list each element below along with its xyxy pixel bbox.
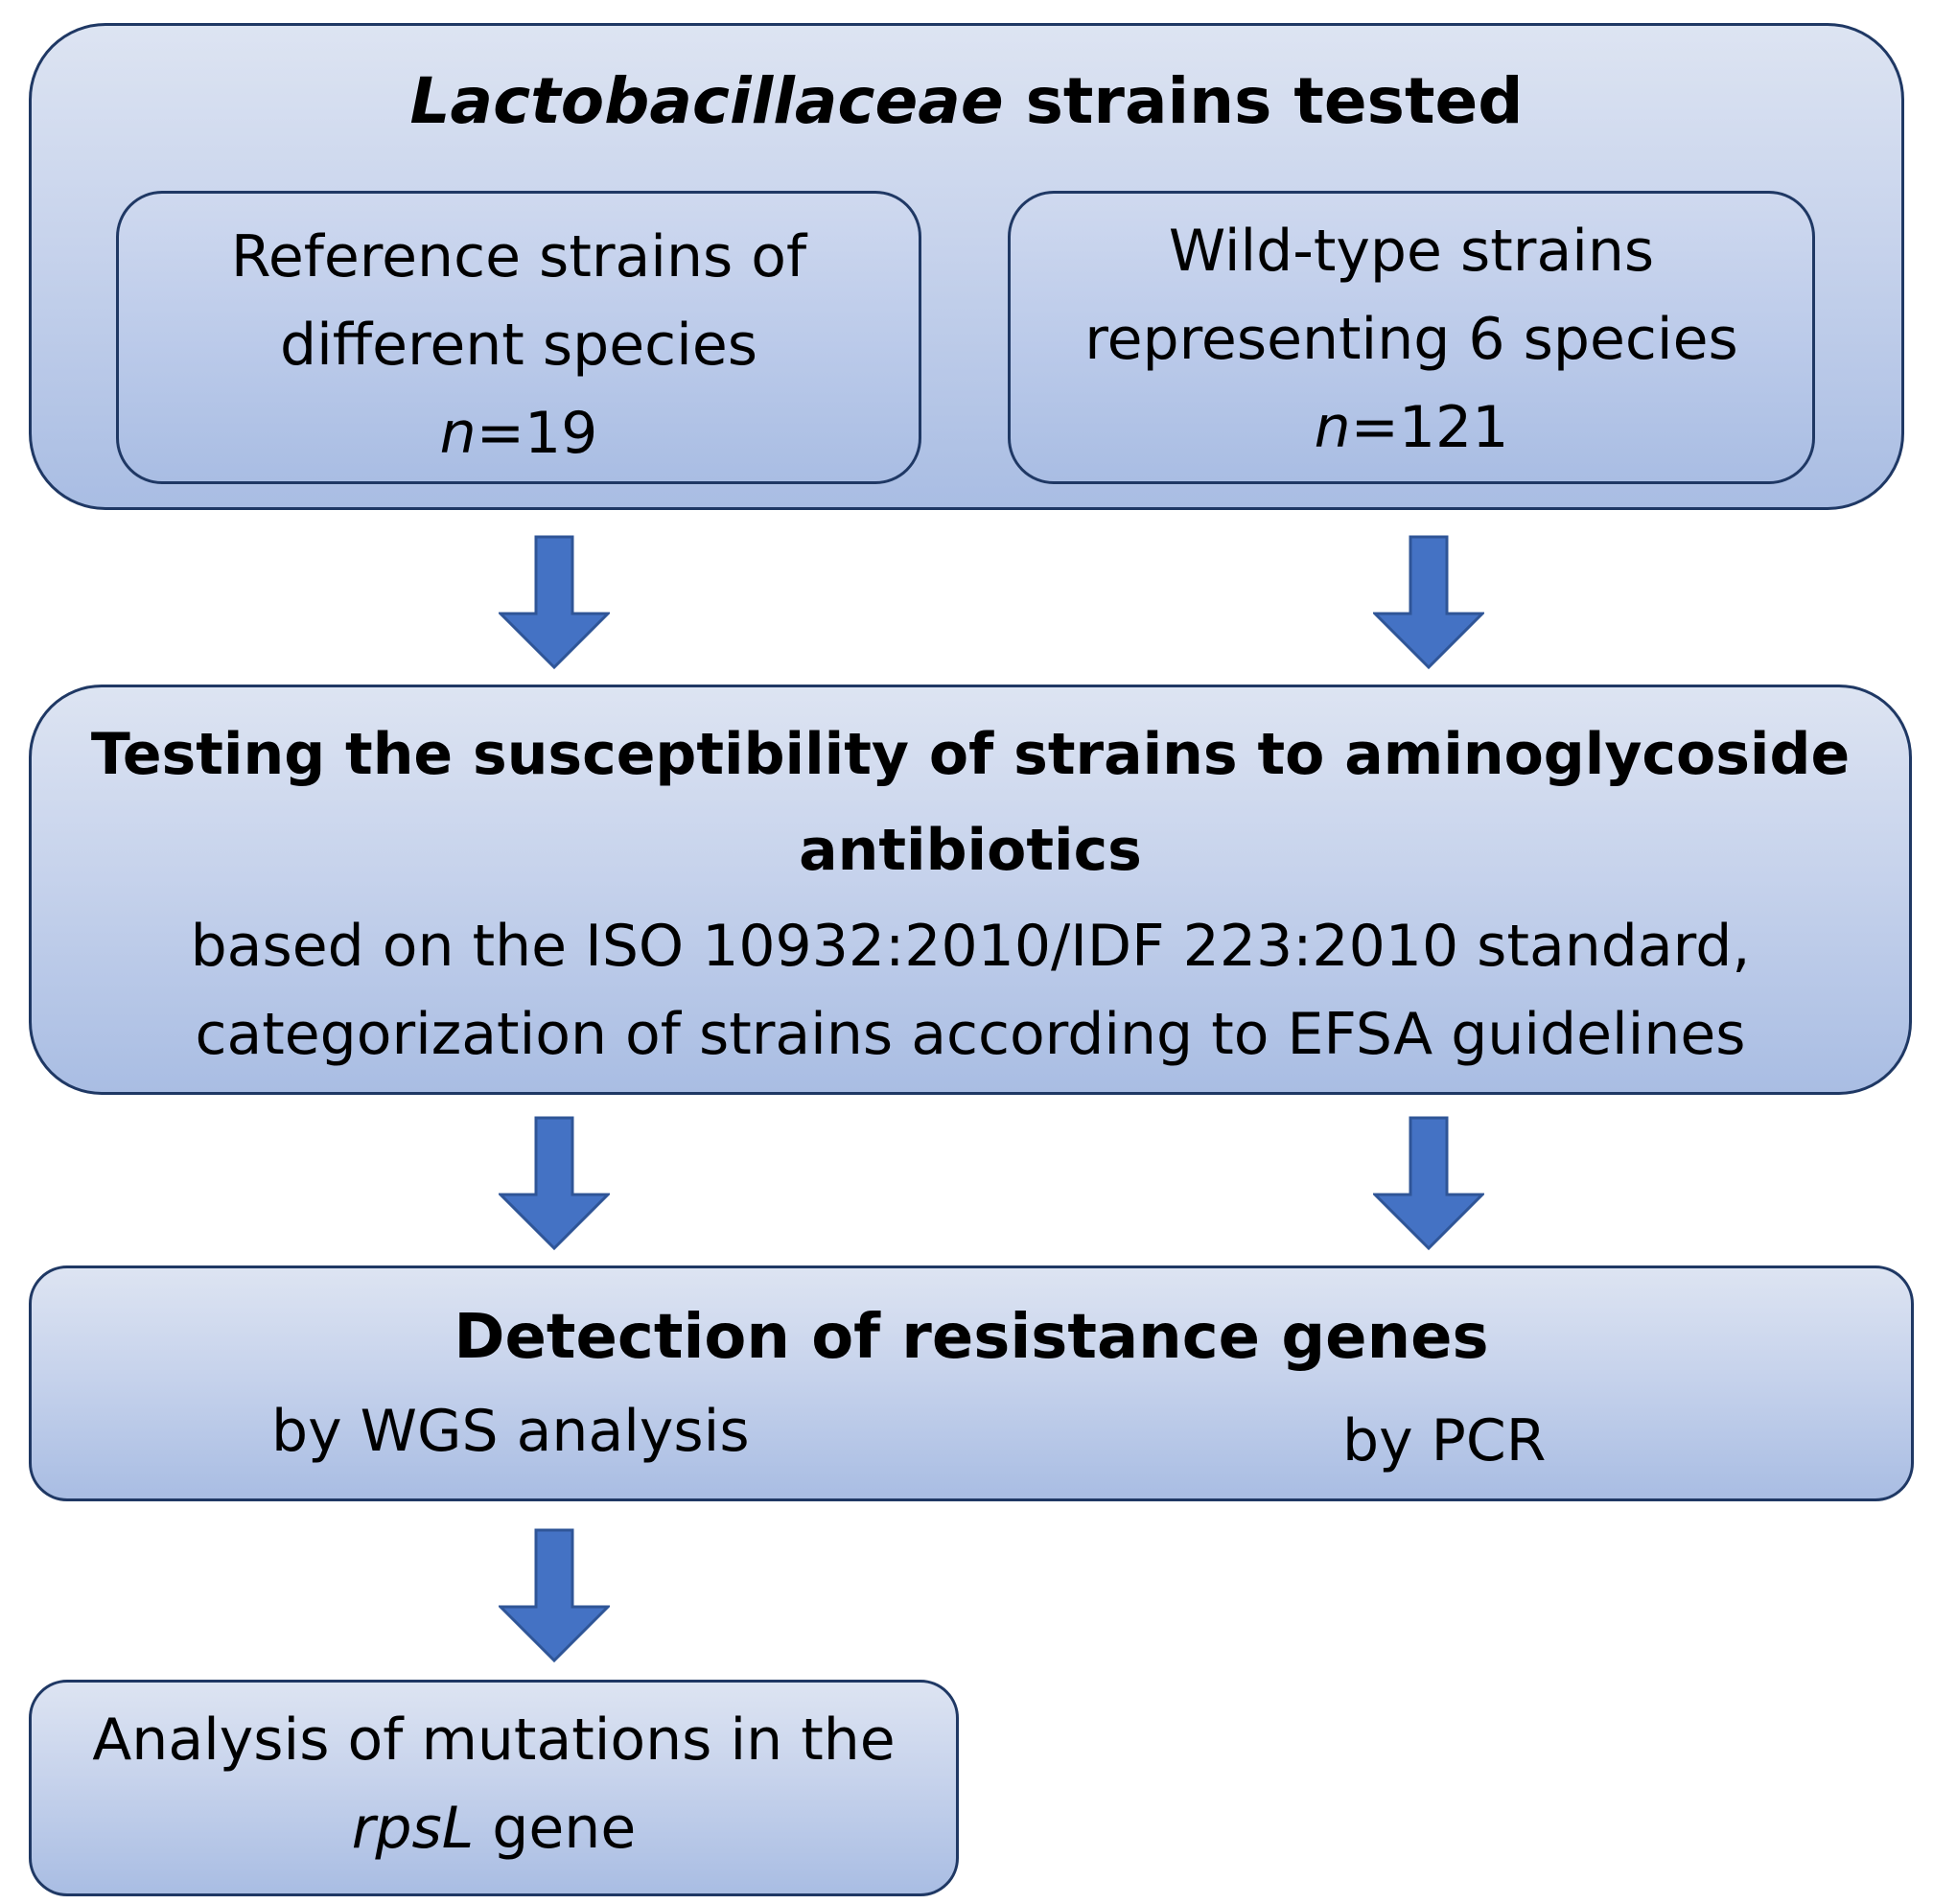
family-name: Lactobacillaceae (409, 64, 1004, 138)
reference-strains-line1: Reference strains of (230, 223, 807, 290)
strains-tested-box: Lactobacillaceae strains tested Referenc… (29, 23, 1904, 510)
n-value: =121 (1350, 394, 1509, 461)
strains-tested-title-rest: strains tested (1003, 64, 1524, 138)
susceptibility-categorization-text: categorization of strains according to E… (195, 1001, 1746, 1068)
strains-tested-title: Lactobacillaceae strains tested (32, 70, 1901, 133)
wild-type-strains-box: Wild-type strains representing 6 species… (1008, 191, 1815, 484)
susceptibility-testing-box: Testing the susceptibility of strains to… (29, 685, 1912, 1095)
rpsl-mutation-line1: Analysis of mutations in the (92, 1707, 896, 1774)
arrow-down-icon (1373, 535, 1484, 669)
n-value: =19 (476, 400, 598, 467)
arrow-down-icon (499, 1528, 610, 1662)
pcr-label: by PCR (1342, 1407, 1547, 1474)
gene-detection-title: Detection of resistance genes (454, 1302, 1489, 1373)
rpsl-mutation-box: Analysis of mutations in the rpsL gene (29, 1680, 959, 1896)
arrow-down-icon (499, 1116, 610, 1250)
wild-type-strains-line2: representing 6 species (1084, 306, 1738, 373)
n-label: n (439, 400, 477, 467)
rpsl-gene-rest: gene (474, 1795, 637, 1862)
wild-type-strains-count: n=121 (1011, 399, 1812, 456)
susceptibility-title-line2: antibiotics (799, 817, 1142, 884)
gene-detection-box: Detection of resistance genes by WGS ana… (29, 1265, 1914, 1501)
rpsl-gene-name: rpsL (351, 1795, 475, 1862)
arrow-down-icon (499, 535, 610, 669)
wild-type-strains-line1: Wild-type strains (1168, 218, 1655, 285)
rpsl-mutation-line2: rpsL gene (32, 1800, 956, 1857)
reference-strains-line2: different species (280, 312, 757, 379)
susceptibility-standard-text: based on the ISO 10932:2010/IDF 223:2010… (190, 913, 1751, 980)
n-label: n (1314, 394, 1351, 461)
reference-strains-box: Reference strains of different species n… (116, 191, 921, 484)
susceptibility-title-line1: Testing the susceptibility of strains to… (90, 721, 1851, 788)
arrow-down-icon (1373, 1116, 1484, 1250)
wgs-analysis-label: by WGS analysis (271, 1398, 750, 1465)
reference-strains-count: n=19 (119, 405, 919, 462)
